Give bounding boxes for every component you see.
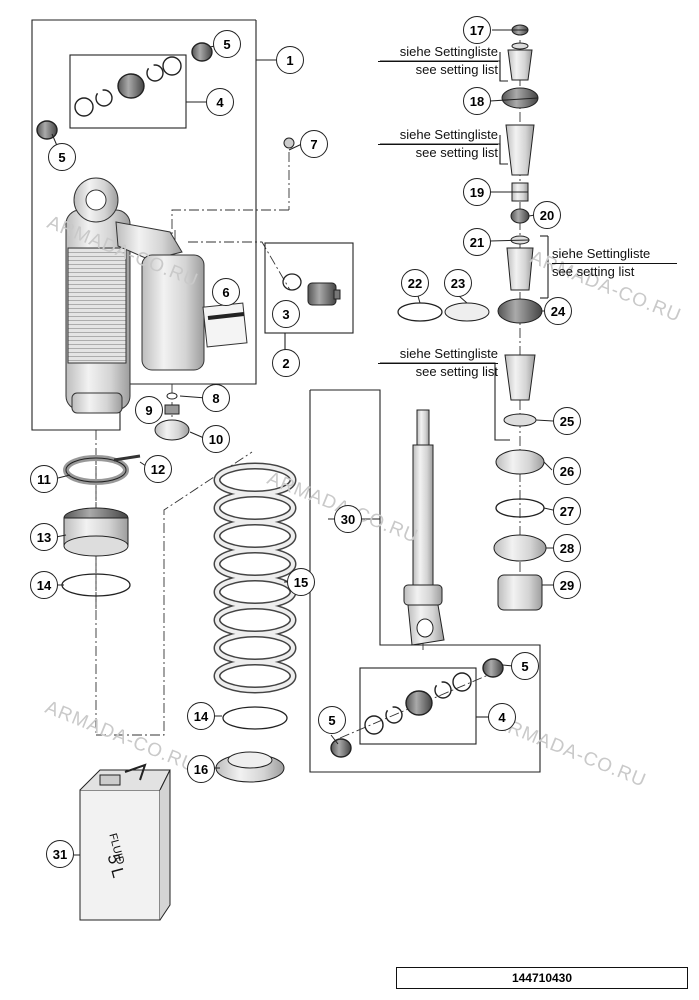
callout-13: 13 bbox=[30, 523, 58, 551]
setting-note-en: see setting list bbox=[552, 264, 635, 279]
callout-27: 27 bbox=[553, 497, 581, 525]
small-parts-7-10 bbox=[154, 137, 295, 441]
callout-4: 4 bbox=[488, 703, 516, 731]
callout-23: 23 bbox=[444, 269, 472, 297]
preload-parts bbox=[61, 454, 141, 597]
callout-5: 5 bbox=[48, 143, 76, 171]
callout-14: 14 bbox=[187, 702, 215, 730]
setting-note: siehe Settingliste see setting list bbox=[378, 346, 498, 380]
document-number: 144710430 bbox=[396, 967, 688, 989]
callout-1: 1 bbox=[276, 46, 304, 74]
callout-11: 11 bbox=[30, 465, 58, 493]
bearing-kit-box-top bbox=[69, 54, 187, 129]
callout-29: 29 bbox=[553, 571, 581, 599]
callout-28: 28 bbox=[553, 534, 581, 562]
bearing-kit-bottom bbox=[330, 658, 504, 758]
callout-16: 16 bbox=[187, 755, 215, 783]
setting-note-de: siehe Settingliste bbox=[552, 246, 677, 264]
callout-3: 3 bbox=[272, 300, 300, 328]
callout-30: 30 bbox=[334, 505, 362, 533]
setting-note: siehe Settingliste see setting list bbox=[552, 246, 677, 280]
shock-absorber-body bbox=[65, 177, 248, 414]
spring-seat-parts bbox=[215, 706, 288, 783]
adjuster-part-3 bbox=[282, 273, 341, 306]
setting-note-de: siehe Settingliste bbox=[378, 44, 498, 62]
callout-15: 15 bbox=[287, 568, 315, 596]
setting-note-en: see setting list bbox=[415, 364, 498, 379]
bearing-kit-top bbox=[36, 42, 213, 140]
callout-6: 6 bbox=[212, 278, 240, 306]
callout-12: 12 bbox=[144, 455, 172, 483]
callout-5: 5 bbox=[213, 30, 241, 58]
callout-26: 26 bbox=[553, 457, 581, 485]
setting-note: siehe Settingliste see setting list bbox=[378, 127, 498, 161]
callout-2: 2 bbox=[272, 349, 300, 377]
shim-stack bbox=[397, 24, 547, 611]
callout-17: 17 bbox=[463, 16, 491, 44]
setting-note: siehe Settingliste see setting list bbox=[378, 44, 498, 78]
callout-14: 14 bbox=[30, 571, 58, 599]
setting-note-de: siehe Settingliste bbox=[378, 127, 498, 145]
callout-21: 21 bbox=[463, 228, 491, 256]
callout-4: 4 bbox=[206, 88, 234, 116]
bearing-kit-box-bottom bbox=[359, 667, 477, 745]
callout-9: 9 bbox=[135, 396, 163, 424]
callout-5: 5 bbox=[318, 706, 346, 734]
setting-note-en: see setting list bbox=[415, 145, 498, 160]
callout-25: 25 bbox=[553, 407, 581, 435]
callout-5: 5 bbox=[511, 652, 539, 680]
callout-18: 18 bbox=[463, 87, 491, 115]
setting-note-en: see setting list bbox=[415, 62, 498, 77]
callout-19: 19 bbox=[463, 178, 491, 206]
callout-22: 22 bbox=[401, 269, 429, 297]
callout-7: 7 bbox=[300, 130, 328, 158]
fluid-container bbox=[79, 763, 171, 921]
callout-10: 10 bbox=[202, 425, 230, 453]
callout-8: 8 bbox=[202, 384, 230, 412]
callout-31: 31 bbox=[46, 840, 74, 868]
piston-rod-box bbox=[309, 389, 541, 773]
callout-20: 20 bbox=[533, 201, 561, 229]
setting-note-de: siehe Settingliste bbox=[378, 346, 498, 364]
callout-24: 24 bbox=[544, 297, 572, 325]
adjuster-box bbox=[264, 242, 354, 334]
piston-rod bbox=[403, 409, 445, 646]
